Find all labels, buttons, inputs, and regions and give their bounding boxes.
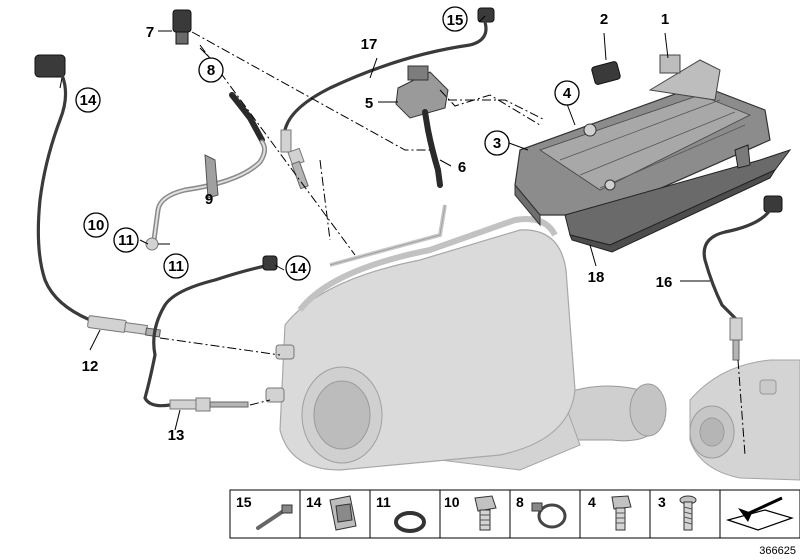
- callout-label: 16: [656, 274, 673, 291]
- callout-17[interactable]: 17: [361, 36, 378, 53]
- callout-4[interactable]: 4: [554, 80, 580, 106]
- legend-item-15[interactable]: 15: [236, 494, 293, 530]
- sensor-part-7: [172, 9, 192, 45]
- legend-label: 11: [376, 494, 391, 510]
- particulate-filter: [265, 204, 667, 471]
- callout-14-left[interactable]: 14: [75, 87, 101, 113]
- pipe-part-9: [145, 139, 268, 251]
- callout-label: 14: [290, 260, 307, 277]
- bracket-assembly: [514, 54, 771, 227]
- callout-label: 7: [146, 24, 154, 41]
- callout-label: 3: [493, 135, 501, 152]
- pressure-sensor-part-5: [395, 65, 449, 119]
- hose-clamp-icon: [531, 502, 567, 529]
- connector-part-2: [591, 61, 621, 85]
- callout-7[interactable]: 7: [146, 24, 154, 41]
- clip-nut-icon: [329, 495, 357, 531]
- legend-item-8[interactable]: 8: [516, 494, 567, 529]
- legend-label: 4: [588, 494, 596, 510]
- legend-label: 15: [236, 494, 252, 510]
- callout-label: 10: [88, 217, 105, 234]
- parts-legend: 15 14 11 10: [229, 489, 800, 539]
- legend-label: 8: [516, 494, 524, 510]
- callout-1[interactable]: 1: [661, 11, 669, 28]
- callout-6[interactable]: 6: [458, 159, 466, 176]
- callout-11-upper[interactable]: 11: [113, 227, 139, 253]
- temperature-sensor-part-16: [702, 195, 783, 361]
- leader-lines: [59, 15, 746, 456]
- legend-item-4[interactable]: 4: [588, 494, 632, 531]
- sealing-ring-icon: [394, 511, 426, 533]
- legend-item-11[interactable]: 11: [376, 494, 426, 533]
- callout-label: 18: [588, 269, 605, 286]
- callout-label: 1: [661, 11, 669, 28]
- hose-part-6: [422, 109, 443, 188]
- callout-11-lower[interactable]: 11: [163, 253, 189, 279]
- temperature-sensor-part-17: [280, 7, 495, 190]
- callout-12[interactable]: 12: [82, 358, 99, 375]
- callout-18[interactable]: 18: [588, 269, 605, 286]
- callout-5[interactable]: 5: [365, 95, 373, 112]
- callout-label: 2: [600, 11, 608, 28]
- callout-2[interactable]: 2: [600, 11, 608, 28]
- cable-tie-icon: [256, 504, 293, 530]
- hose-part-8: [229, 92, 265, 143]
- legend-item-14[interactable]: 14: [306, 494, 357, 531]
- callout-label: 5: [365, 95, 373, 112]
- callout-label: 9: [205, 191, 213, 208]
- hollow-bolt-icon: [474, 495, 497, 531]
- callout-16[interactable]: 16: [656, 274, 673, 291]
- callout-label: 12: [82, 358, 99, 375]
- callout-label: 11: [168, 258, 184, 275]
- diagram-code: 366625: [759, 545, 796, 557]
- callout-label: 17: [361, 36, 378, 53]
- legend-item-3[interactable]: 3: [658, 494, 697, 531]
- callout-label: 15: [447, 12, 464, 29]
- exhaust-manifold-part: [689, 359, 800, 481]
- heat-shield: [564, 144, 792, 253]
- arrow-plate-icon: [725, 496, 794, 531]
- callout-13[interactable]: 13: [168, 427, 185, 444]
- legend-label: 3: [658, 494, 666, 510]
- screw-icon: [679, 495, 697, 531]
- sensor-cable-part-14-left: [34, 54, 92, 322]
- callout-10[interactable]: 10: [83, 212, 109, 238]
- callout-15[interactable]: 15: [442, 6, 468, 32]
- hex-bolt-icon: [611, 495, 632, 531]
- callout-label: 8: [207, 62, 215, 79]
- legend-item-10[interactable]: 10: [444, 494, 497, 531]
- callout-9[interactable]: 9: [205, 191, 213, 208]
- callout-label: 13: [168, 427, 185, 444]
- callout-label: 11: [118, 232, 134, 249]
- temperature-sensor-part-13: [143, 255, 278, 412]
- legend-label: 14: [306, 494, 322, 510]
- legend-label: 10: [444, 494, 460, 510]
- callout-label: 14: [80, 92, 97, 109]
- callout-8[interactable]: 8: [198, 57, 224, 83]
- callout-label: 6: [458, 159, 466, 176]
- callout-label: 4: [563, 85, 572, 102]
- callout-3[interactable]: 3: [484, 130, 510, 156]
- callout-14-right[interactable]: 14: [285, 255, 311, 281]
- legend-item-arrow[interactable]: [725, 496, 794, 531]
